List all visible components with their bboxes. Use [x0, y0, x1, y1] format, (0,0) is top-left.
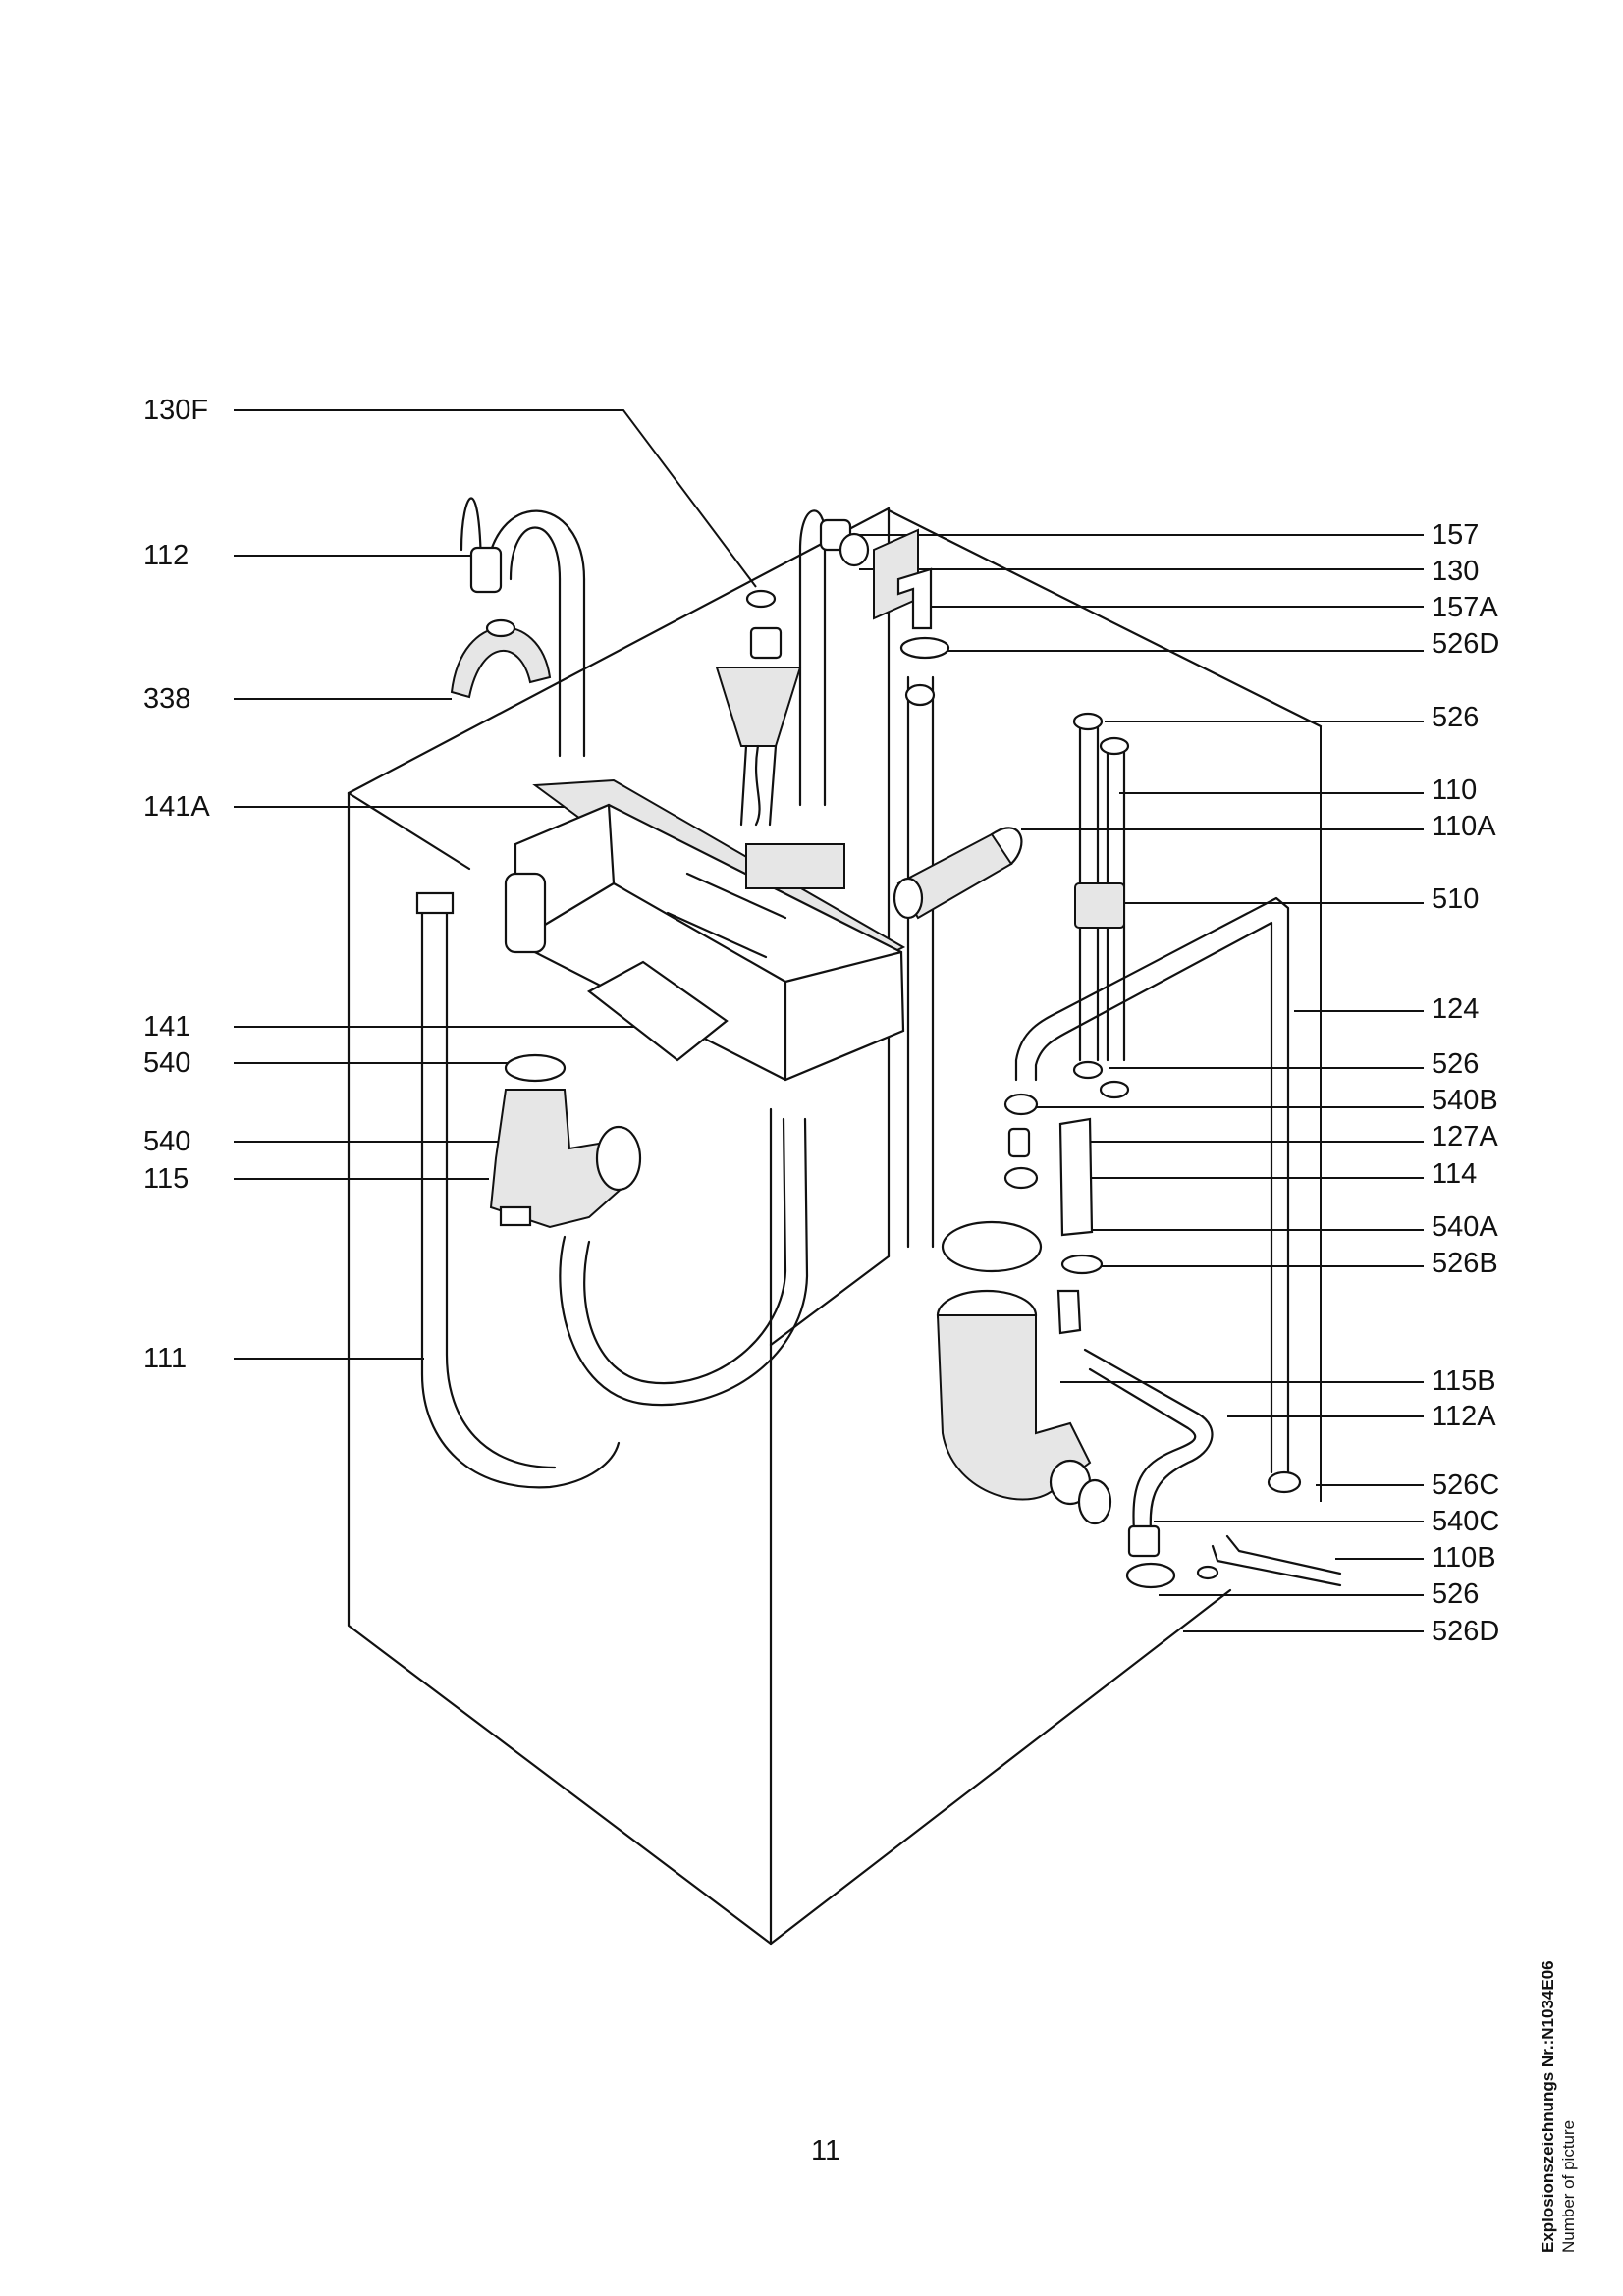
callout-112A: 112A	[1432, 1401, 1496, 1432]
callout-540A: 540A	[1432, 1211, 1498, 1243]
small-parts-540B-127A-114	[1003, 1093, 1094, 1237]
callout-112: 112	[143, 540, 189, 571]
callout-130: 130	[1432, 556, 1480, 587]
hoses-110	[1072, 712, 1130, 1099]
callout-540-lower: 540	[143, 1126, 191, 1157]
callout-540-upper: 540	[143, 1047, 191, 1079]
bellows-110A	[893, 827, 1023, 920]
callout-526B: 526B	[1432, 1248, 1498, 1279]
sump-115	[489, 1053, 642, 1229]
callout-115: 115	[143, 1163, 189, 1195]
parts-526C-110B-526D	[1125, 1470, 1342, 1589]
callout-127A: 127A	[1432, 1121, 1498, 1152]
drain-hose-111	[415, 891, 809, 1489]
callout-124: 124	[1432, 993, 1480, 1025]
callout-526-lower: 526	[1432, 1578, 1480, 1610]
drawing-number: Explosionszeichnungs Nr.:N1034E06	[1539, 1960, 1557, 2253]
drain-hose-112A	[1083, 1348, 1214, 1558]
rings-540A-526B	[941, 1220, 1104, 1275]
callout-526D-lower: 526D	[1432, 1616, 1500, 1647]
callout-115B: 115B	[1432, 1365, 1496, 1397]
valve-130F	[715, 589, 802, 827]
callout-111: 111	[143, 1343, 188, 1374]
callout-510: 510	[1432, 883, 1480, 915]
callout-540C: 540C	[1432, 1506, 1500, 1537]
cabinet-outline	[347, 507, 1323, 1946]
callout-526-upper: 526	[1432, 702, 1480, 733]
callout-114: 114	[1432, 1158, 1478, 1190]
callout-338: 338	[143, 683, 191, 715]
leader-lines-right	[859, 534, 1424, 1632]
long-tube-124	[1014, 896, 1290, 1474]
bracket-338	[450, 618, 552, 699]
callout-526C: 526C	[1432, 1469, 1500, 1501]
callout-110A: 110A	[1432, 811, 1496, 842]
callout-110: 110	[1432, 774, 1478, 806]
callout-526D-upper: 526D	[1432, 628, 1500, 660]
vertical-hose	[904, 675, 936, 1249]
callout-141A: 141A	[143, 791, 210, 823]
sump-115B	[936, 1289, 1112, 1525]
callout-157: 157	[1432, 519, 1480, 551]
top-connector-parts	[798, 509, 950, 807]
leader-lines-left	[234, 409, 757, 1360]
page-number: 11	[811, 2135, 841, 2166]
callout-526-middle: 526	[1432, 1048, 1480, 1080]
callout-110B: 110B	[1432, 1542, 1496, 1574]
callout-130F: 130F	[143, 395, 209, 426]
inlet-hose-112	[460, 497, 586, 758]
callout-157A: 157A	[1432, 592, 1498, 623]
callout-540B: 540B	[1432, 1085, 1498, 1116]
callout-141: 141	[143, 1011, 191, 1042]
drawing-number-note: Explosionszeichnungs Nr.:N1034E06 Number…	[1538, 1960, 1579, 2253]
detergent-drawer-141	[504, 778, 906, 1082]
drawing-number-caption: Number of picture	[1559, 2119, 1578, 2253]
